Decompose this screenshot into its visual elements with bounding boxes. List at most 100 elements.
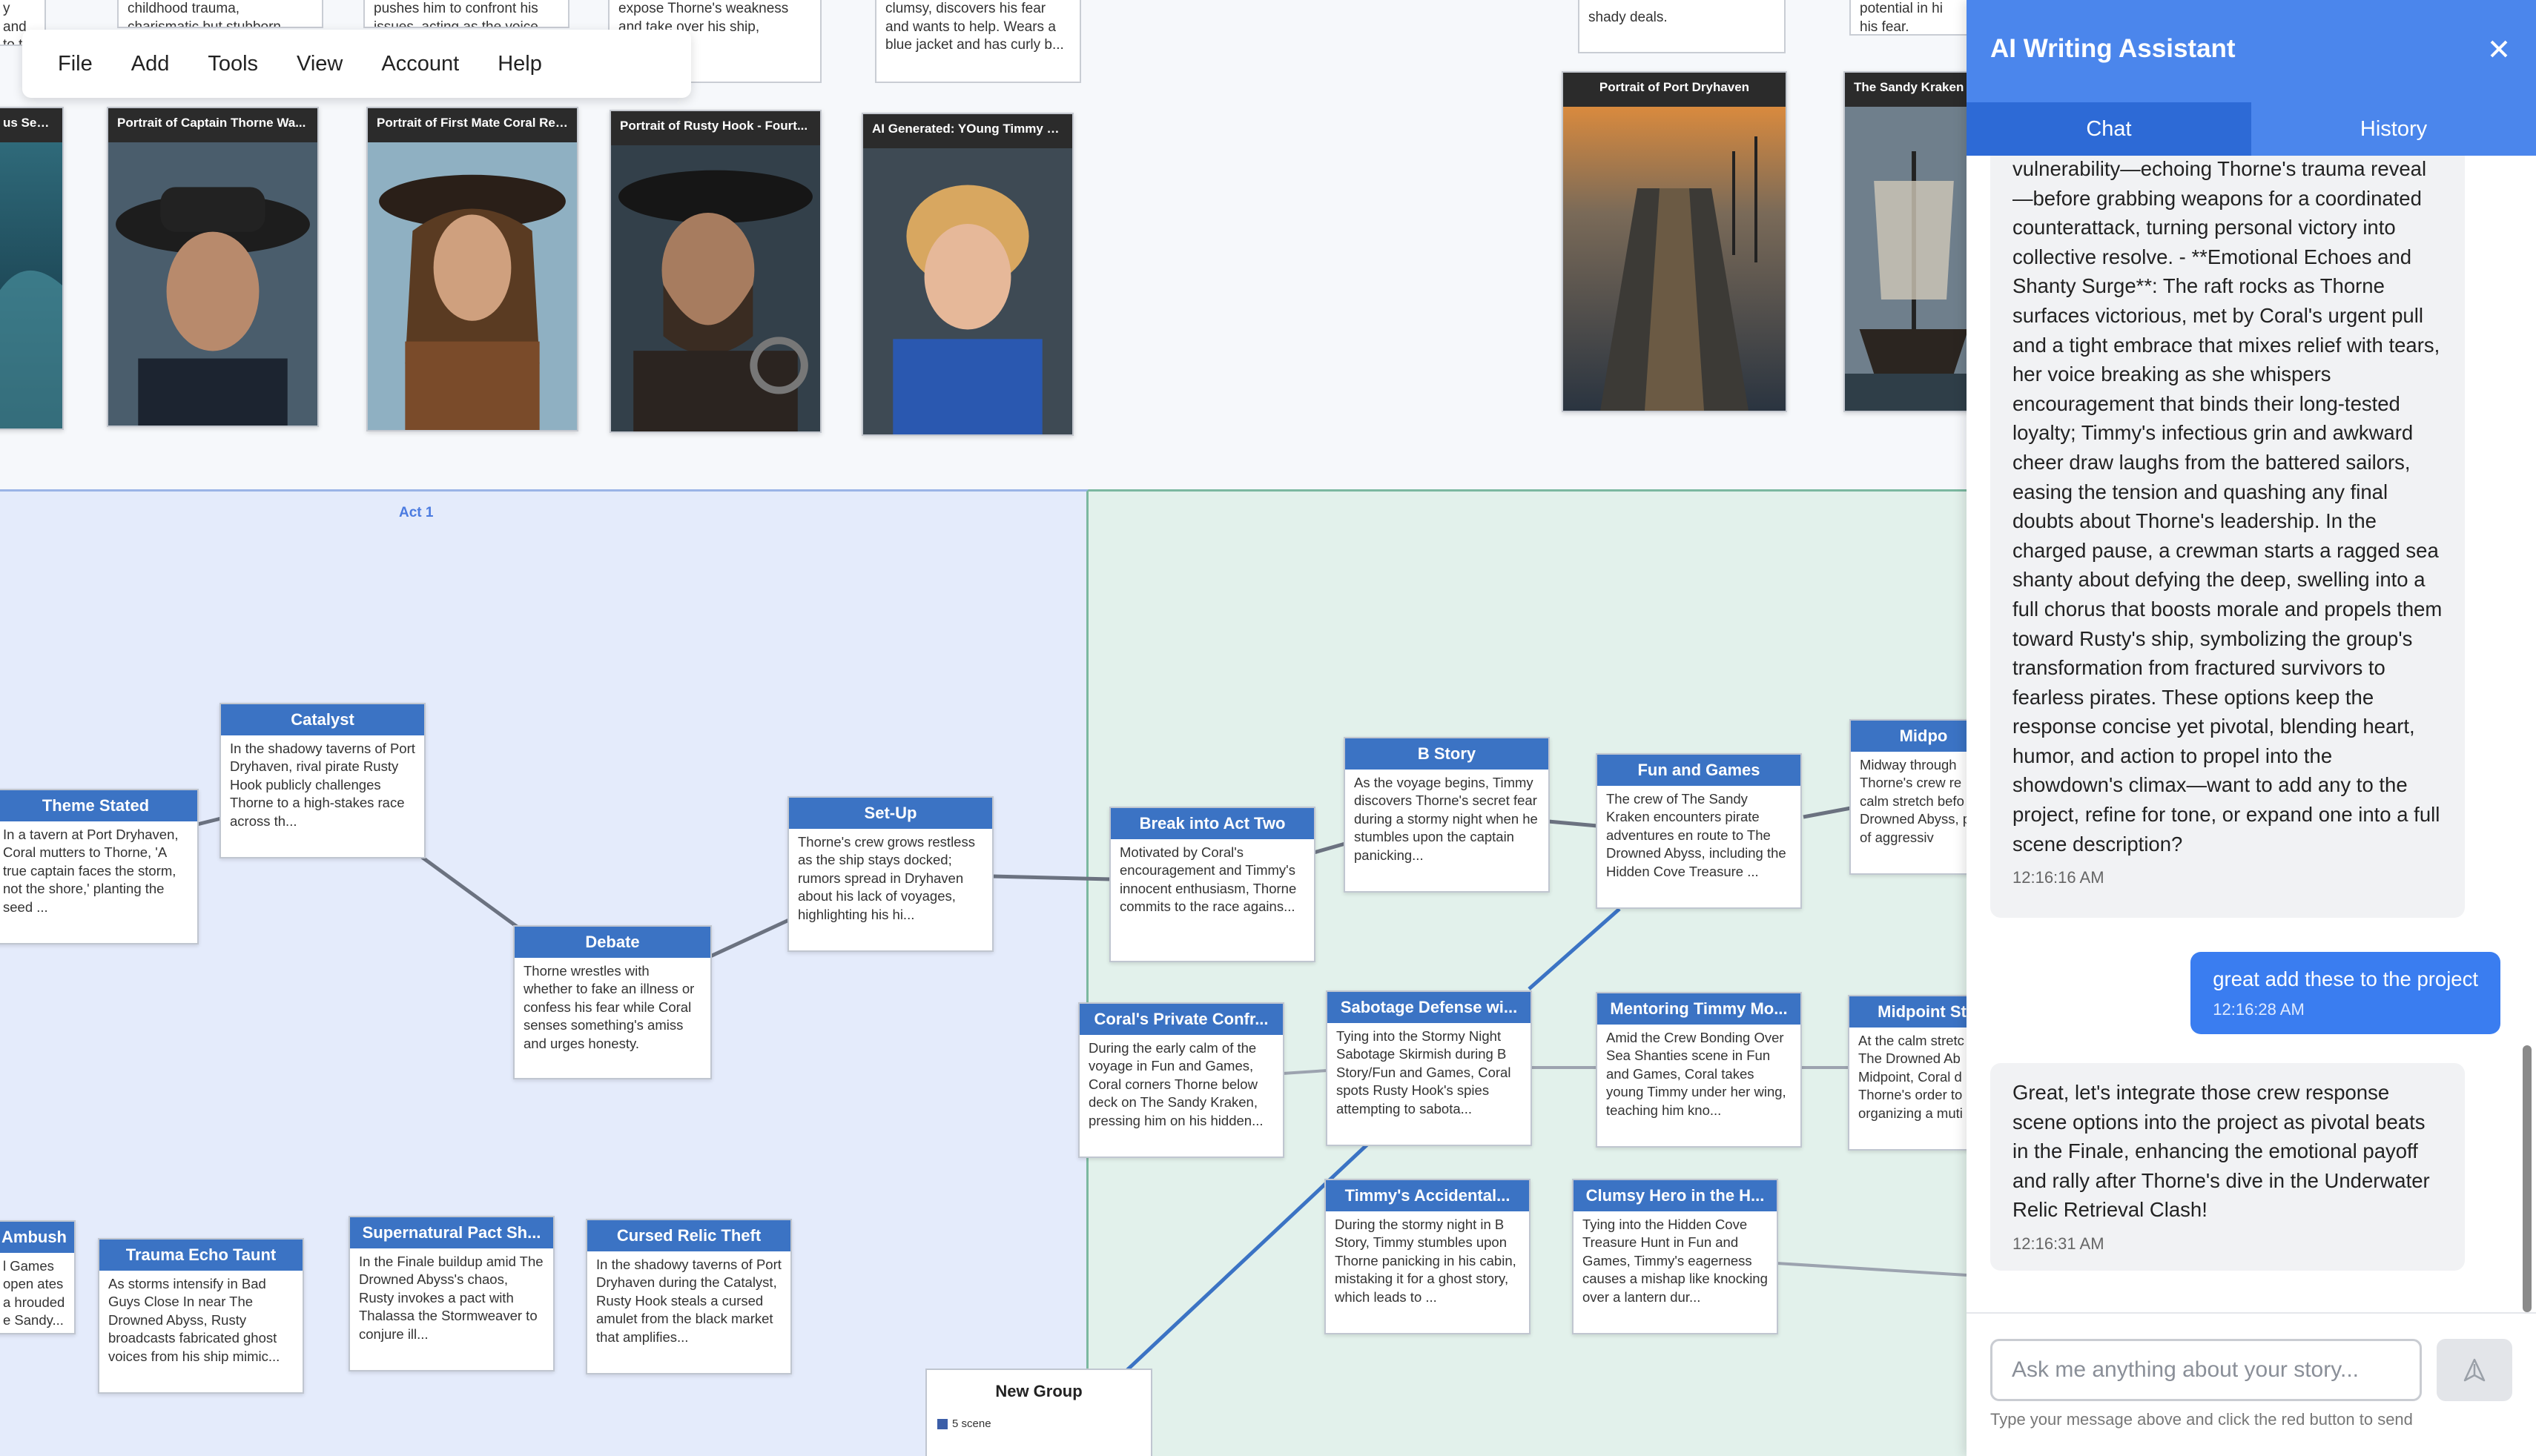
menu-tools[interactable]: Tools — [208, 51, 259, 76]
image-card[interactable]: us Sea... — [0, 107, 64, 430]
character-card[interactable]: pushes him to confront his issues, actin… — [363, 0, 569, 28]
image-card[interactable]: AI Generated: YOung Timmy S... — [862, 113, 1074, 436]
sea-image — [0, 142, 62, 428]
scene-title: Supernatural Pact Sh... — [350, 1217, 553, 1248]
message-time: 12:16:31 AM — [2012, 1234, 2104, 1253]
first-mate-portrait-image — [368, 142, 577, 430]
group-color-swatch — [937, 1418, 948, 1429]
menu-view[interactable]: View — [297, 51, 343, 76]
item-card[interactable]: potential in hi his fear. — [1849, 0, 1967, 36]
menu-account[interactable]: Account — [381, 51, 460, 76]
scene-summary: During the stormy night in B Story, Timm… — [1335, 1217, 1516, 1305]
chat-input[interactable] — [1990, 1339, 2422, 1401]
card-text: shady deals. — [1588, 10, 1668, 25]
image-card-title: Portrait of First Mate Coral Reed — [368, 108, 577, 142]
scene-title: Theme Stated — [0, 790, 197, 821]
menu-add[interactable]: Add — [131, 51, 170, 76]
image-card-title: The Sandy Kraken — [1845, 73, 1967, 107]
scene-title: Trauma Echo Taunt — [99, 1240, 303, 1271]
character-card[interactable]: childhood trauma, charismatic but stubbo… — [117, 0, 323, 28]
group-count-label: 5 scene — [952, 1417, 991, 1430]
card-text: clumsy, discovers his fear and wants to … — [885, 1, 1064, 53]
scene-title: Debate — [515, 927, 710, 958]
menu-bar: File Add Tools View Account Help — [22, 30, 691, 98]
rusty-hook-portrait-image — [611, 145, 820, 431]
image-card[interactable]: Portrait of Rusty Hook - Fourt... — [610, 110, 822, 433]
act-1-label: Act 1 — [399, 505, 434, 520]
panel-tabs: Chat History — [1967, 102, 2536, 156]
scene-title: Cursed Relic Theft — [587, 1220, 790, 1251]
scene-title: Ambush — [0, 1222, 74, 1253]
new-group-card[interactable]: New Group 5 scene — [925, 1369, 1152, 1456]
scene-summary: Tying into the Hidden Cove Treasure Hunt… — [1582, 1217, 1768, 1305]
card-text: potential in hi his fear. — [1860, 1, 1943, 35]
ai-assistant-panel: AI Writing Assistant Chat History vulner… — [1967, 0, 2536, 1456]
story-canvas[interactable]: Act 1 y and to t childhood trauma, chari… — [0, 0, 1967, 1456]
scene-card-timmys-accidental[interactable]: Timmy's Accidental... During the stormy n… — [1324, 1179, 1530, 1334]
scene-card-sabotage-defense[interactable]: Sabotage Defense wi...Tying into the Sto… — [1326, 990, 1532, 1146]
scene-title: Set-Up — [789, 798, 992, 829]
scene-title: Fun and Games — [1597, 755, 1800, 786]
captain-portrait-image — [108, 142, 317, 426]
image-card[interactable]: Portrait of First Mate Coral Reed — [366, 107, 578, 431]
tab-chat[interactable]: Chat — [1967, 102, 2251, 156]
panel-title: AI Writing Assistant — [1990, 34, 2236, 63]
scene-title: Timmy's Accidental... — [1326, 1180, 1529, 1211]
image-card[interactable]: Portrait of Port Dryhaven — [1562, 71, 1787, 412]
image-card-title: Portrait of Captain Thorne Wa... — [108, 108, 317, 142]
scene-summary: In the Finale buildup amid The Drowned A… — [359, 1254, 544, 1342]
message-text: Great, let's integrate those crew respon… — [2012, 1081, 2430, 1222]
close-icon[interactable] — [2484, 34, 2514, 64]
assistant-message: vulnerability—echoing Thorne's trauma re… — [1990, 156, 2465, 918]
user-message: great add these to the project 12:16:28 … — [2190, 952, 2500, 1035]
scene-card-corals-private-confrontation[interactable]: Coral's Private Confr...During the early… — [1078, 1002, 1284, 1158]
scene-title: B Story — [1345, 738, 1548, 770]
character-card[interactable]: clumsy, discovers his fear and wants to … — [875, 0, 1081, 83]
scene-summary: During the early calm of the voyage in F… — [1089, 1040, 1264, 1128]
scene-card-mentoring-timmy[interactable]: Mentoring Timmy Mo...Amid the Crew Bondi… — [1596, 992, 1802, 1148]
message-time: 12:16:16 AM — [2012, 868, 2104, 887]
scene-card-clumsy-hero[interactable]: Clumsy Hero in the H...Tying into the Hi… — [1572, 1179, 1778, 1334]
scene-card-cursed-relic-theft[interactable]: Cursed Relic Theft In the shadowy taverns… — [586, 1219, 792, 1374]
card-text: expose Thorne's weakness and take over h… — [618, 1, 789, 53]
sandy-kraken-ship-image — [1845, 107, 1967, 411]
chat-messages[interactable]: vulnerability—echoing Thorne's trauma re… — [1967, 156, 2536, 1312]
location-card[interactable]: shady deals. — [1578, 0, 1786, 53]
image-card-title: Portrait of Rusty Hook - Fourt... — [611, 111, 820, 145]
scene-card-supernatural-pact[interactable]: Supernatural Pact Sh... In the Finale bui… — [349, 1216, 555, 1371]
menu-help[interactable]: Help — [498, 51, 542, 76]
scene-summary: In the shadowy taverns of Port Dryhaven … — [596, 1257, 782, 1345]
image-card[interactable]: Portrait of Captain Thorne Wa... — [107, 107, 319, 427]
send-button[interactable] — [2437, 1339, 2512, 1401]
scene-title: Midpoint St — [1849, 996, 1967, 1028]
message-time: 12:16:28 AM — [2213, 999, 2305, 1019]
timmy-portrait-image — [863, 148, 1072, 434]
scene-summary: At the calm stretc The Drowned Ab Midpoi… — [1858, 1033, 1964, 1121]
scene-title: Break into Act Two — [1111, 808, 1314, 839]
scene-card-ambush[interactable]: Ambush l Games open ates a hrouded e Sand… — [0, 1220, 76, 1334]
image-card-title: Portrait of Port Dryhaven — [1563, 73, 1786, 107]
chat-scrollbar[interactable] — [2523, 1045, 2532, 1312]
scene-summary: In a tavern at Port Dryhaven, Coral mutt… — [3, 827, 179, 915]
image-card-title: us Sea... — [0, 108, 62, 142]
scene-summary: Motivated by Coral's encouragement and T… — [1120, 844, 1297, 915]
scene-card-midpoint-stand[interactable]: Midpoint St At the calm stretc The Drowne… — [1848, 995, 1967, 1151]
scene-card-theme-stated[interactable]: Theme Stated In a tavern at Port Dryhaven… — [0, 789, 199, 944]
tab-history[interactable]: History — [2360, 117, 2428, 141]
scene-summary: l Games open ates a hrouded e Sandy... — [3, 1258, 65, 1328]
card-text: childhood trauma, charismatic but stubbo… — [128, 1, 281, 28]
message-text: great add these to the project — [2213, 967, 2478, 990]
menu-file[interactable]: File — [58, 51, 93, 76]
panel-header: AI Writing Assistant — [1967, 0, 2536, 102]
chat-composer: Type your message above and click the re… — [1967, 1312, 2536, 1456]
send-icon — [2463, 1358, 2486, 1382]
image-card[interactable]: The Sandy Kraken — [1843, 71, 1967, 412]
